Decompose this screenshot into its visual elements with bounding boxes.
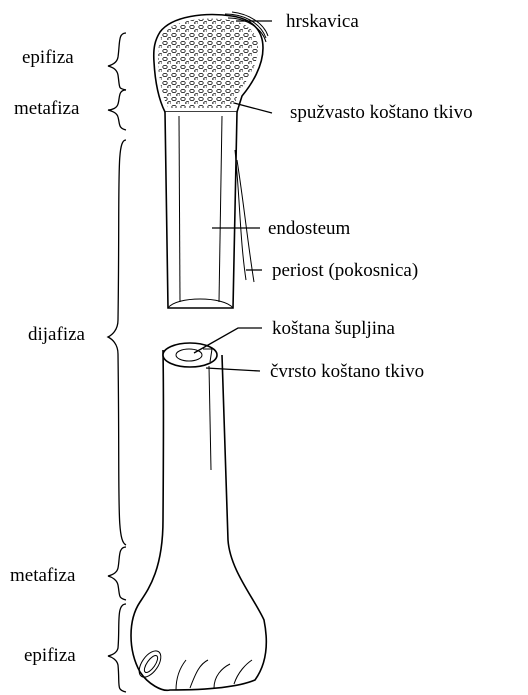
- label-compact-bone: čvrsto koštano tkivo: [270, 361, 424, 382]
- label-diaphysis: dijafiza: [28, 324, 86, 345]
- brace-top-epiphysis: [108, 33, 126, 90]
- left-braces: [108, 33, 126, 692]
- leader-spongy-bone: [234, 103, 272, 113]
- label-top-metaphysis: metafiza: [14, 98, 80, 119]
- label-periosteum: periost (pokosnica): [272, 260, 418, 281]
- lower-cut-surface: [163, 343, 217, 367]
- lower-bone-outline: [131, 350, 266, 690]
- lower-bone: [131, 343, 266, 690]
- brace-top-metaphysis: [108, 90, 126, 130]
- brace-diaphysis: [108, 140, 126, 545]
- label-spongy-bone: spužvasto koštano tkivo: [290, 102, 473, 123]
- label-cartilage: hrskavica: [286, 11, 359, 32]
- label-medullary-cavity: koštana šupljina: [272, 318, 396, 339]
- brace-bottom-metaphysis: [108, 547, 126, 600]
- label-endosteum: endosteum: [268, 218, 351, 239]
- brace-bottom-epiphysis: [108, 604, 126, 692]
- label-bottom-epiphysis: epifiza: [24, 645, 76, 666]
- label-bottom-metaphysis: metafiza: [10, 565, 76, 586]
- label-top-epiphysis: epifiza: [22, 47, 74, 68]
- upper-shaft: [165, 112, 237, 308]
- periosteum-flap: [235, 150, 254, 282]
- upper-bone: [154, 12, 268, 308]
